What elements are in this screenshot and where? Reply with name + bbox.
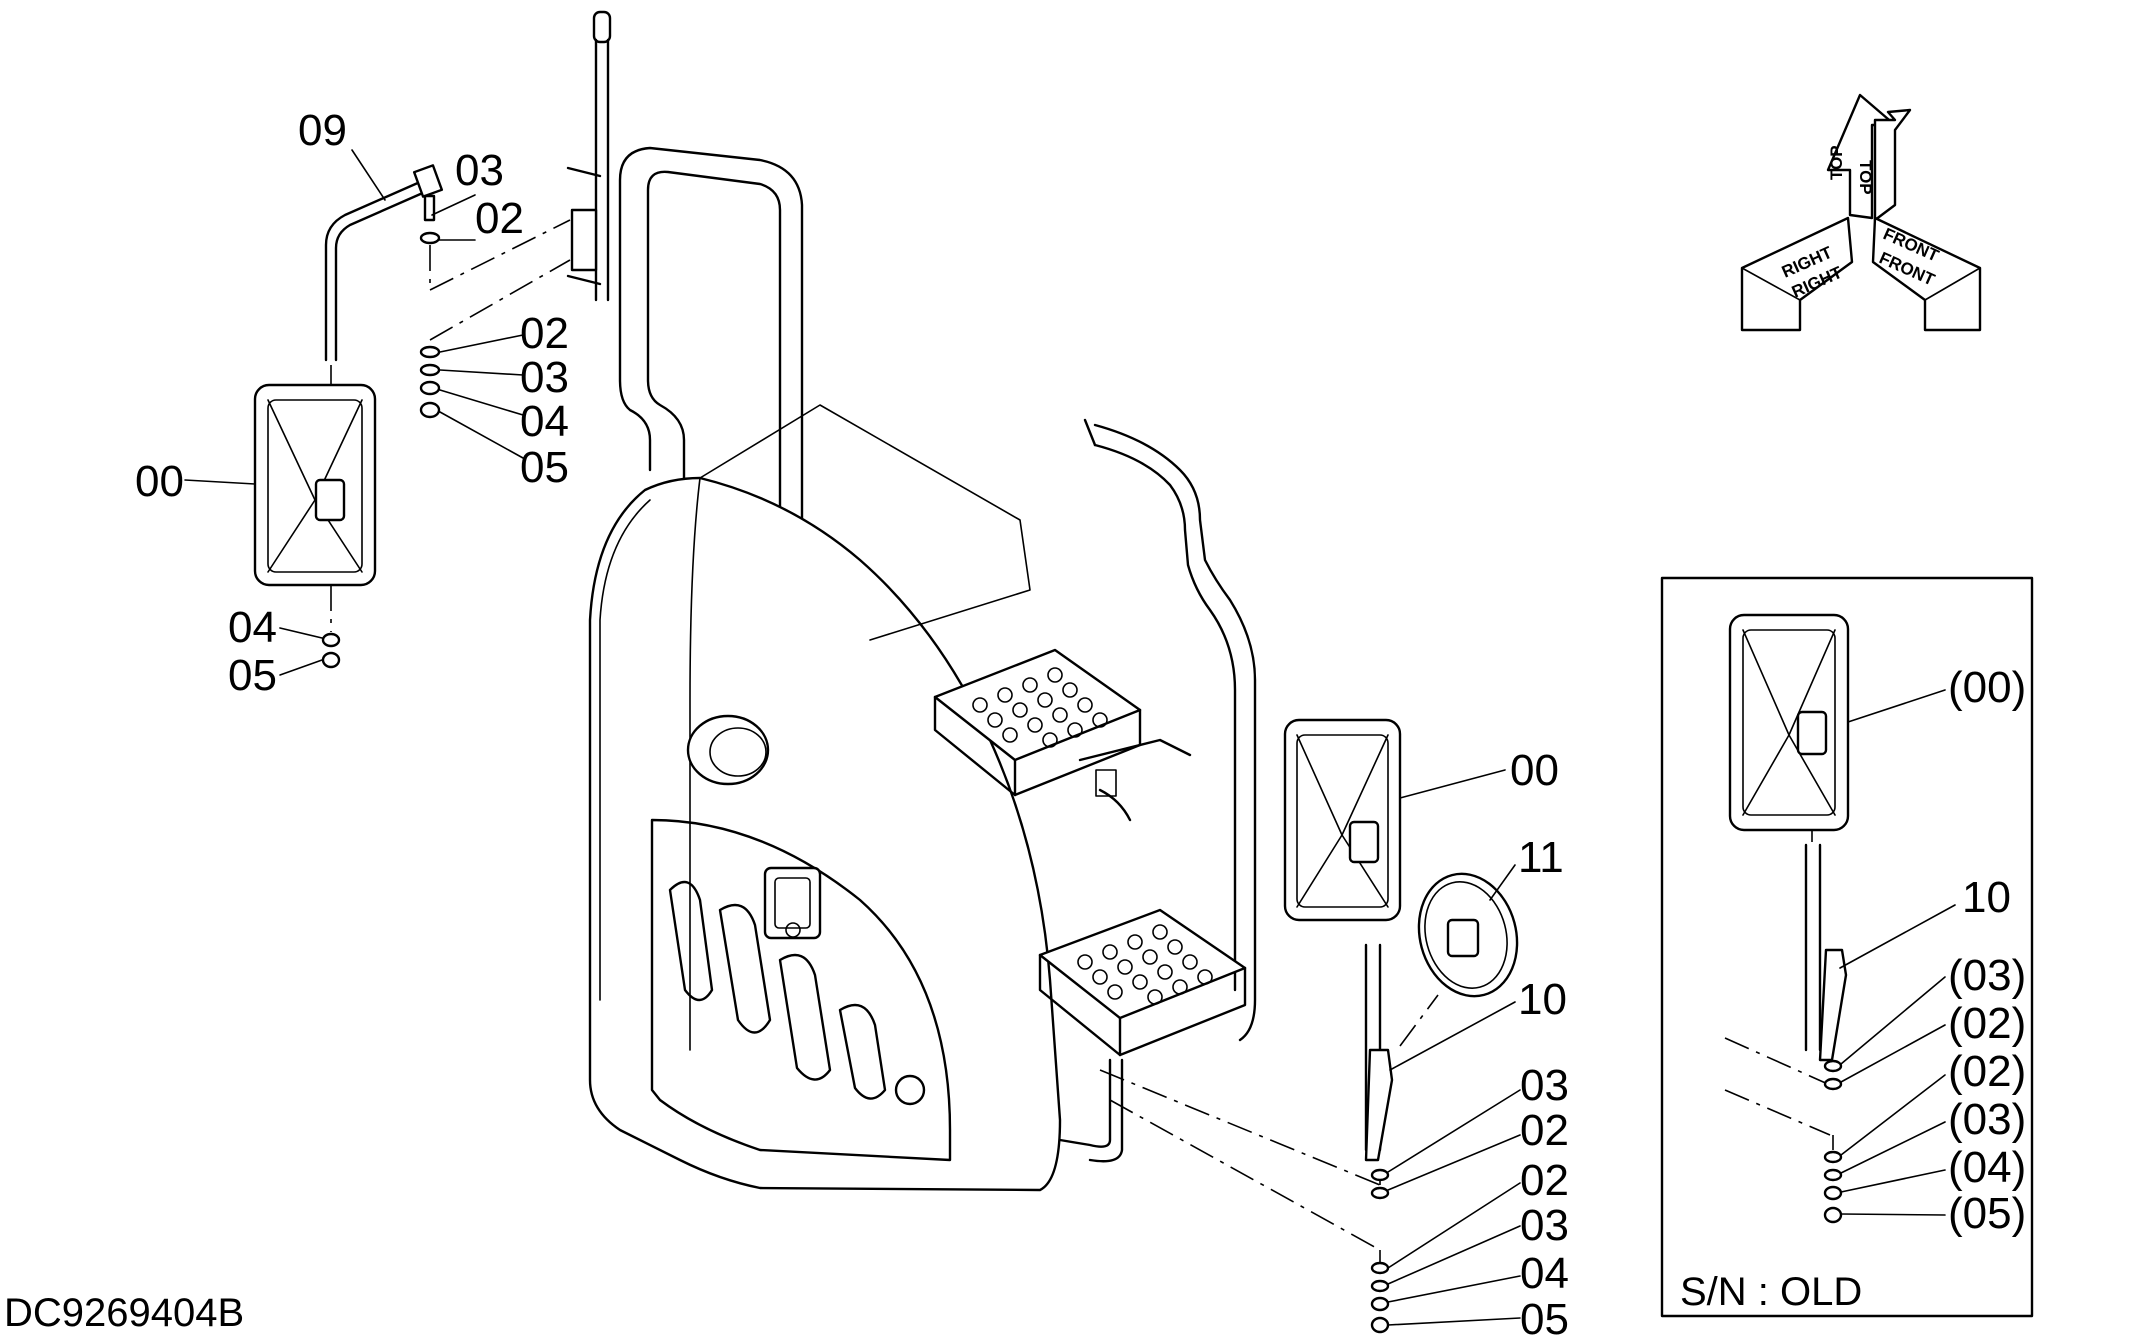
callout-04-right: 04 — [1520, 1249, 1569, 1298]
callout-04-mirror: 04 — [228, 603, 277, 652]
tall-rod — [566, 10, 612, 302]
callout-03-right-a: 03 — [1520, 1061, 1569, 1110]
washer-04b-left — [419, 380, 441, 396]
handrail-front — [1083, 418, 1257, 1042]
mirror-00-inset — [1728, 613, 1850, 832]
callout-05-left: 05 — [520, 443, 569, 492]
right-mirror-assembly — [1099, 718, 1519, 1334]
washer-02-left — [419, 231, 441, 245]
callout-02-right-a: 02 — [1520, 1106, 1569, 1155]
callout-04-left: 04 — [520, 397, 569, 446]
washer-02-right — [1370, 1186, 1390, 1200]
mirror-ball-joint — [314, 478, 346, 522]
callout-03-right-b: 03 — [1520, 1201, 1569, 1250]
orientation-top-a: TOP — [1856, 160, 1875, 195]
drawing-code: DC9269404B — [4, 1291, 244, 1335]
callout-03-left: 03 — [520, 353, 569, 402]
washer-03b-right — [1370, 1279, 1390, 1293]
callout-09: 09 — [298, 106, 347, 155]
washer-04-left — [321, 632, 341, 648]
callout-03-top: 03 — [455, 146, 504, 195]
callout-10-right: 10 — [1518, 975, 1567, 1024]
inset-sn-old: S/N : OLD — [1660, 576, 2034, 1318]
nut-05-left — [321, 651, 341, 669]
callout-02-top: 02 — [475, 194, 524, 243]
convex-mirror-11 — [1417, 872, 1519, 998]
orientation-indicator: TOP TOP RIGHT RIGHT FRONT FRONT — [1740, 93, 1982, 332]
stay-bracket — [412, 164, 444, 198]
leader-lines — [184, 149, 1956, 1326]
callout-02-inset-b: (02) — [1948, 1047, 2026, 1096]
nut-05-right — [1370, 1316, 1390, 1334]
washer-04-right — [1370, 1296, 1390, 1312]
callout-00-right: 00 — [1510, 746, 1559, 795]
tank-body — [588, 404, 1062, 1192]
washer-03-right — [1370, 1168, 1390, 1182]
callout-03-inset-a: (03) — [1948, 951, 2026, 1000]
lower-step — [1038, 908, 1247, 1057]
bolt-03-left — [423, 194, 436, 222]
washer-02b-left — [419, 345, 441, 359]
nut-05b-left — [419, 401, 441, 419]
left-mirror-assembly — [253, 164, 571, 669]
washer-03b-left — [419, 363, 441, 377]
inset-caption: S/N : OLD — [1680, 1270, 1862, 1314]
callout-02-inset-a: (02) — [1948, 999, 2026, 1048]
mirror-00-right — [1283, 718, 1402, 922]
washer-02b-right — [1370, 1261, 1390, 1275]
orientation-top-b: TOP — [1827, 145, 1846, 180]
callout-labels: 09 03 02 02 03 04 05 00 04 05 00 11 10 0… — [135, 106, 2026, 1338]
panel-slot — [668, 880, 714, 1002]
step-bracket — [1078, 738, 1192, 762]
callout-11: 11 — [1518, 833, 1564, 882]
callout-05-mirror: 05 — [228, 651, 277, 700]
callout-03-inset-b: (03) — [1948, 1095, 2026, 1144]
callout-00-inset: (00) — [1948, 663, 2026, 712]
mirror-00-left — [253, 383, 377, 587]
callout-10-inset: 10 — [1962, 873, 2011, 922]
callout-02-left: 02 — [520, 309, 569, 358]
lock-handle — [763, 866, 822, 940]
callout-00-left: 00 — [135, 457, 184, 506]
callout-05-inset: (05) — [1948, 1189, 2026, 1238]
callout-05-right: 05 — [1520, 1295, 1569, 1338]
filler-cap — [686, 714, 770, 786]
mirror-stay-09 — [324, 180, 422, 362]
rod-bracket — [570, 208, 598, 272]
callout-04-inset: (04) — [1948, 1143, 2026, 1192]
callout-02-right-b: 02 — [1520, 1156, 1569, 1205]
mirror-stay-10-inset — [1804, 843, 1822, 1052]
